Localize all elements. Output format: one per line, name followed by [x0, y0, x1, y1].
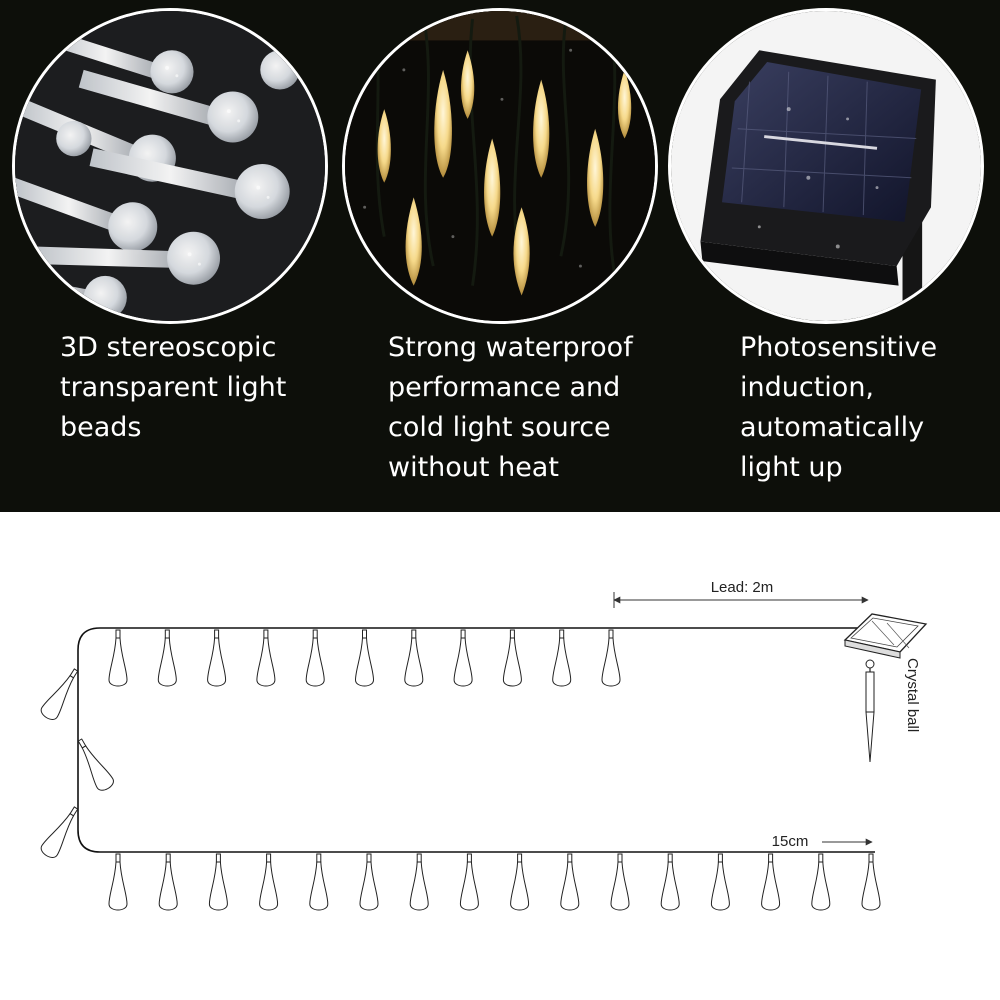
solar-panel-box-icon — [671, 11, 981, 321]
spacing-label: 15cm — [772, 833, 809, 850]
caption-line: induction, — [740, 372, 875, 403]
bulb-icon — [108, 629, 128, 687]
caption-line: light up — [740, 452, 843, 483]
bulb-icon — [305, 629, 325, 687]
bulb-icon — [601, 629, 621, 687]
caption-line: without heat — [388, 452, 559, 483]
bulb-icon — [409, 853, 429, 911]
bulb-icon — [40, 806, 79, 858]
bulb-icon — [861, 853, 881, 911]
bulb-icon — [761, 853, 781, 911]
feature-caption-1: 3D stereoscopic transparent light beads — [60, 328, 286, 448]
crystal-ball-label: Crystal ball — [904, 658, 921, 732]
bulb-icon — [158, 853, 178, 911]
bulb-icon — [157, 629, 177, 687]
caption-line: performance and — [388, 372, 621, 403]
bulb-icon — [259, 853, 279, 911]
bulb-icon — [453, 629, 473, 687]
bulb-icon — [354, 629, 375, 687]
lead-label: Lead: 2m — [711, 579, 774, 596]
solar-panel-icon — [843, 613, 928, 763]
bulb-icon — [610, 853, 630, 911]
caption-line: transparent light — [60, 372, 287, 403]
bulb-icon — [256, 629, 276, 687]
bulb-icon — [40, 668, 79, 720]
clear-waterdrop-beads-icon — [15, 11, 325, 321]
bulb-icon — [811, 853, 831, 911]
dimension-diagram: Lead: 2m 15cm Crystal ball — [0, 512, 1000, 1000]
string-light-diagram: Lead: 2m 15cm Crystal ball — [40, 579, 928, 911]
warm-drops-photo — [342, 8, 658, 324]
warm-glowing-waterdrops-icon — [345, 11, 655, 321]
wire-cable — [77, 627, 875, 853]
feature-caption-2: Strong waterproof performance and cold l… — [388, 328, 633, 488]
bulb-icon — [108, 853, 128, 911]
feature-panel: 3D stereoscopic transparent light beads … — [0, 0, 1000, 512]
caption-line: automatically — [740, 412, 925, 443]
bulb-icon — [359, 853, 379, 911]
bulb-icon — [660, 853, 680, 911]
clear-beads-photo — [12, 8, 328, 324]
bulb-icon — [77, 738, 114, 791]
caption-line: Strong waterproof — [388, 332, 633, 363]
bulb-icon — [404, 629, 424, 687]
bulb-icon — [560, 853, 580, 911]
bulb-icon — [510, 853, 530, 911]
bulb-icon — [309, 853, 329, 911]
bulb-icon — [552, 629, 572, 687]
bulb-icon — [207, 629, 227, 687]
caption-line: beads — [60, 412, 142, 443]
bulb-icon — [710, 853, 730, 911]
feature-caption-3: Photosensitive induction, automatically … — [740, 328, 937, 488]
caption-line: cold light source — [388, 412, 611, 443]
solar-panel-photo — [668, 8, 984, 324]
bulb-icon — [502, 629, 522, 687]
bulb-icon — [208, 853, 228, 911]
caption-line: Photosensitive — [740, 332, 938, 363]
caption-line: 3D stereoscopic — [60, 332, 277, 363]
bulb-icon — [459, 853, 479, 911]
